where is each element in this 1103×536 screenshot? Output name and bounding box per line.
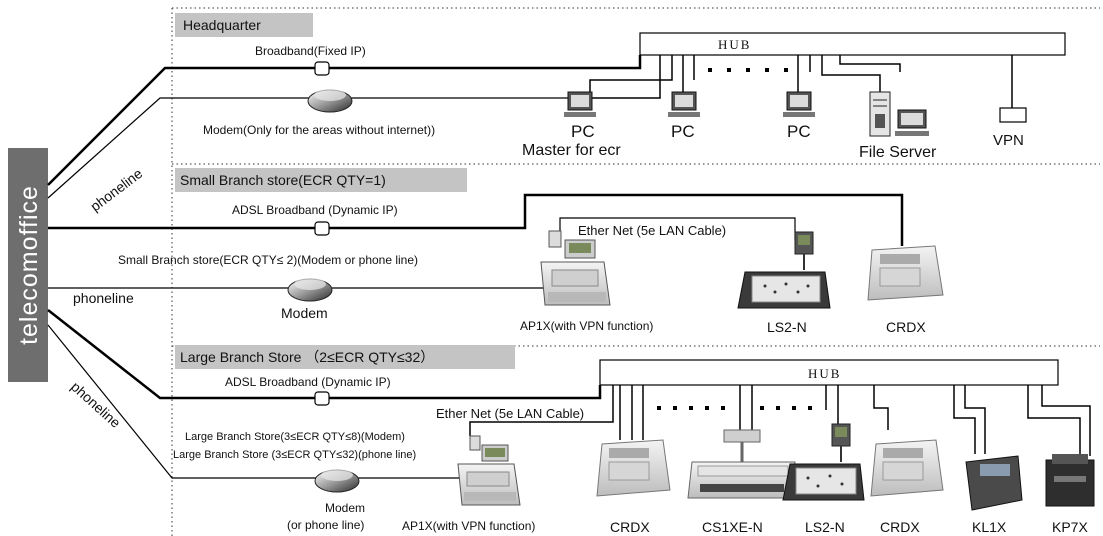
ls2n-scale-icon <box>782 423 865 501</box>
lb-modem-sub-label: (or phone line) <box>287 518 364 532</box>
lb-device-label: KL1X <box>972 519 1007 535</box>
telecom-office-label: telecomoffice <box>15 185 43 345</box>
modem-icon <box>314 469 360 493</box>
crdx-register-icon <box>870 439 944 497</box>
large-branch-title: Large Branch Store （2≤ECR QTY≤32） <box>180 349 434 365</box>
lb-device-label: CRDX <box>880 519 920 535</box>
ap1x-pos-icon <box>540 230 611 306</box>
modem-icon <box>287 278 333 302</box>
large-branch-section-label: Large Branch Store （2≤ECR QTY≤32） <box>175 345 515 369</box>
hq-phoneline-label: phoneline <box>87 165 145 214</box>
hq-title: Headquarter <box>183 17 261 33</box>
pc-master-sub-label: Master for ecr <box>522 142 621 159</box>
lb-device-label: KP7X <box>1052 519 1088 535</box>
lb-hub: HUB <box>599 359 1059 386</box>
lb-ap1x-label: AP1X(with VPN function) <box>402 519 535 533</box>
line-connectors <box>314 61 330 406</box>
lb-ether-label: Ether Net (5e LAN Cable) <box>436 406 584 421</box>
hq-broadband-label: Broadband(Fixed IP) <box>255 44 366 58</box>
hq-dots <box>708 68 788 72</box>
small-branch-title: Small Branch store(ECR QTY=1) <box>180 172 386 188</box>
lb-modem-label: Modem <box>325 501 365 515</box>
pc-master-icon <box>564 91 596 117</box>
pc3-label: PC <box>787 122 811 141</box>
telecom-office: telecomoffice <box>8 148 48 382</box>
lb-device-label: LS2-N <box>805 519 845 535</box>
vpn-label: VPN <box>993 132 1024 149</box>
pc-icon <box>668 91 700 117</box>
pc-icon <box>783 91 815 117</box>
sb-ethernet-links <box>559 217 796 240</box>
lb-device-label: CRDX <box>610 519 650 535</box>
sb-modem-desc-label: Small Branch store(ECR QTY≤ 2)(Modem or … <box>118 253 418 267</box>
pc2-label: PC <box>671 122 695 141</box>
lb-modem-desc2: Large Branch Store (3≤ECR QTY≤32)(phone … <box>173 449 416 461</box>
kl1x-printer-icon <box>965 455 1023 511</box>
section-boundaries <box>171 7 1100 536</box>
pc-master-label: PC <box>571 122 595 141</box>
sb-phoneline-label: phoneline <box>73 290 134 306</box>
cs1xe-n-scale-icon <box>687 429 796 499</box>
ls2n-scale-icon <box>737 231 831 309</box>
sb-crdx-label: CRDX <box>886 319 926 335</box>
lb-dots <box>657 406 812 410</box>
lb-hub-label: HUB <box>808 366 841 381</box>
sb-ls2n-label: LS2-N <box>767 319 807 335</box>
sb-modem-label: Modem <box>281 305 328 321</box>
small-branch-section-label: Small Branch store(ECR QTY=1) <box>175 168 467 192</box>
crdx-register-icon <box>867 245 944 301</box>
kp7x-printer-icon <box>1045 454 1095 507</box>
sb-ap1x-label: AP1X(with VPN function) <box>520 319 653 333</box>
modem-icon <box>307 89 353 113</box>
hq-hub-label: HUB <box>718 37 751 52</box>
file-server-icon <box>869 91 929 137</box>
lb-hub-links <box>469 385 1091 456</box>
crdx-register-icon <box>596 439 671 497</box>
hq-hub-links <box>589 55 1013 108</box>
file-server-label: File Server <box>859 144 937 161</box>
lb-phoneline-label: phoneline <box>68 378 124 431</box>
hq-hub: HUB <box>639 32 1066 56</box>
vpn-box-icon <box>999 107 1027 123</box>
ap1x-pos-icon <box>457 435 521 506</box>
sb-adsl-label: ADSL Broadband (Dynamic IP) <box>232 203 398 217</box>
lb-device-label: CS1XE-N <box>702 519 763 535</box>
hq-modem-label: Modem(Only for the areas without interne… <box>203 123 435 137</box>
sb-ether-bg <box>574 222 774 238</box>
sb-ether-label: Ether Net (5e LAN Cable) <box>578 223 726 238</box>
hq-section-label: Headquarter <box>175 13 313 37</box>
lb-adsl-label: ADSL Broadband (Dynamic IP) <box>225 375 391 389</box>
lb-modem-desc1: Large Branch Store(3≤ECR QTY≤8)(Modem) <box>185 431 405 443</box>
